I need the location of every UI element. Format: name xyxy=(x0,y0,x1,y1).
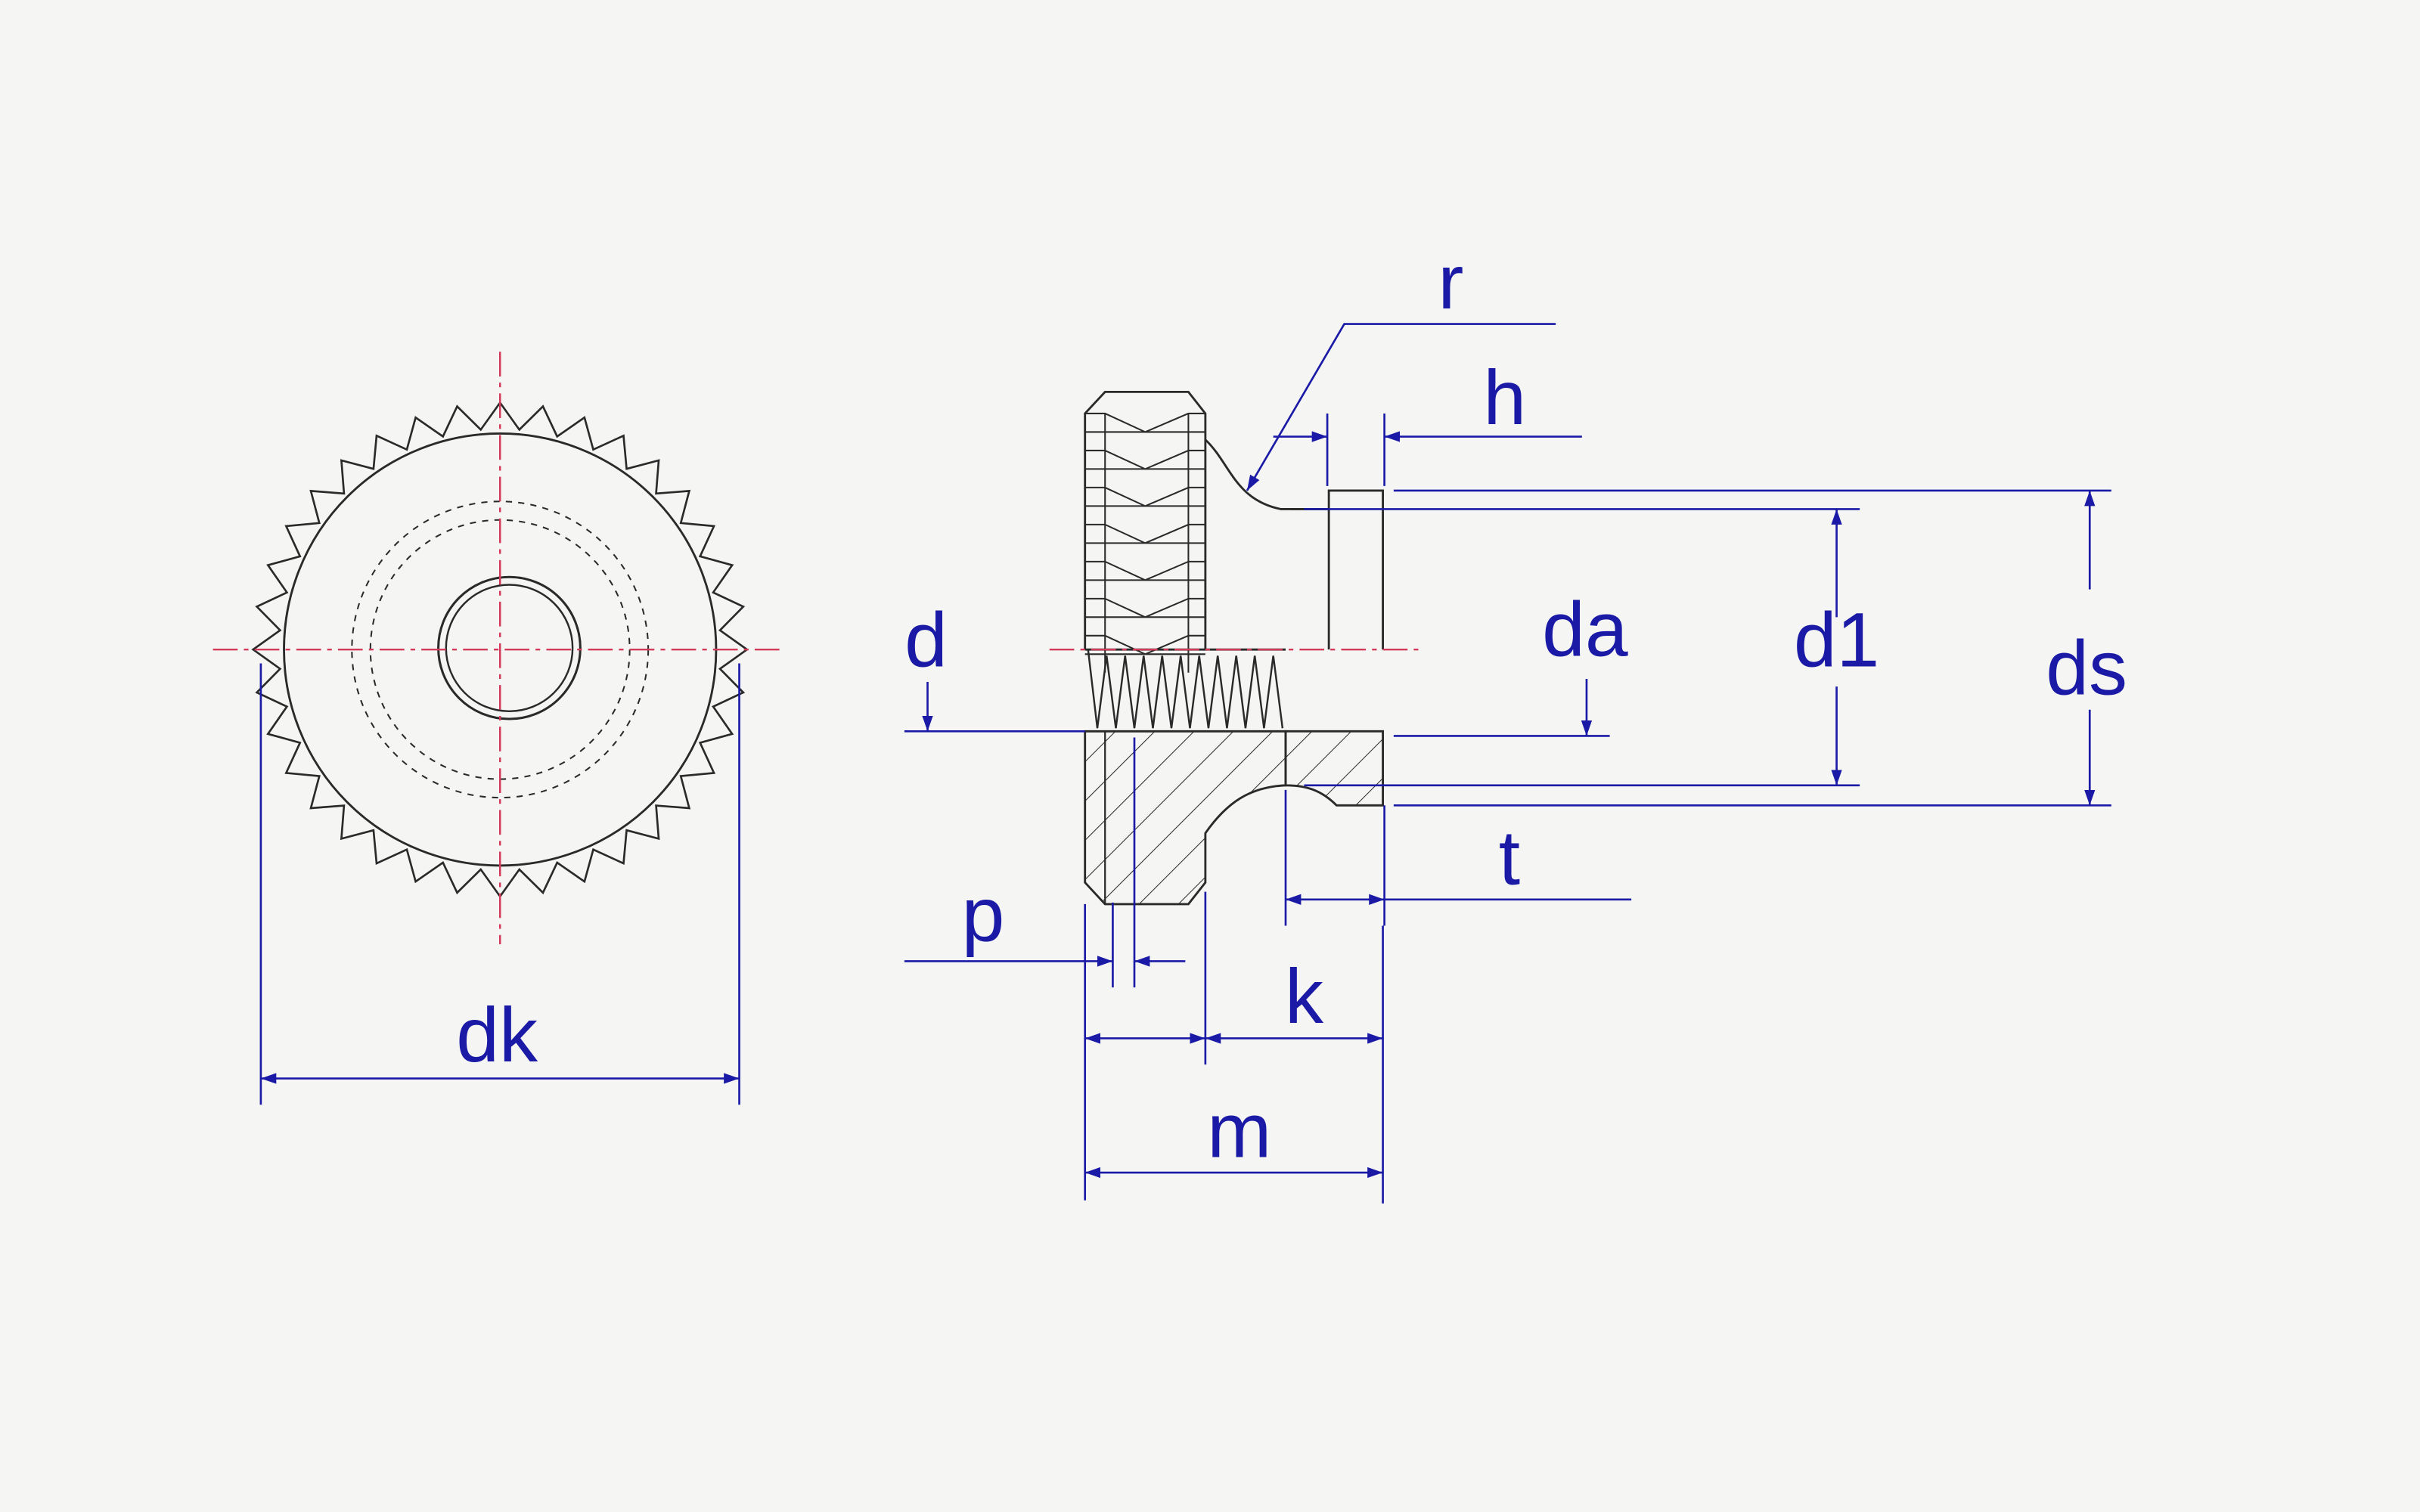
dimension-p: p xyxy=(904,737,1186,988)
label-r: r xyxy=(1438,239,1463,325)
knurl-row xyxy=(1084,634,1205,673)
label-d1: d1 xyxy=(1794,597,1880,683)
dimension-d1: d1 xyxy=(1304,508,1880,787)
label-dk: dk xyxy=(456,992,538,1078)
label-h: h xyxy=(1483,355,1526,441)
section-head xyxy=(1084,730,1287,906)
upper-fillet xyxy=(1204,438,1329,510)
leader-line xyxy=(1246,323,1556,491)
label-k: k xyxy=(1285,953,1324,1040)
knurl-row xyxy=(1084,597,1205,636)
label-da: da xyxy=(1542,586,1628,672)
label-ds: ds xyxy=(2046,624,2127,711)
dimension-h: h xyxy=(1273,355,1582,486)
knurl-row xyxy=(1084,486,1205,525)
internal-thread xyxy=(1084,649,1286,733)
dimension-k: k xyxy=(1084,891,1384,1204)
section-shank xyxy=(1284,730,1385,807)
knurl-row xyxy=(1084,449,1205,488)
dimension-t: t xyxy=(1284,789,1632,926)
bore-circle-inner xyxy=(445,584,574,713)
dimension-d: d xyxy=(904,597,1085,733)
dimension-ds: ds xyxy=(1393,489,2127,807)
upper-shank xyxy=(1327,489,1385,650)
front-view xyxy=(213,352,780,944)
label-t: t xyxy=(1499,814,1520,900)
head-upper-outline xyxy=(1084,390,1207,650)
dimension-da: da xyxy=(1393,586,1628,737)
side-view xyxy=(1049,390,1420,906)
knurl-rows xyxy=(1084,412,1205,673)
bore-circle-outer xyxy=(437,575,582,720)
dimension-dk: dk xyxy=(259,663,740,1105)
knurl-row xyxy=(1084,523,1205,562)
knurl-row xyxy=(1084,560,1205,599)
knurled-outline xyxy=(251,401,749,898)
dimension-r: r xyxy=(1246,239,1556,491)
label-d: d xyxy=(904,597,948,683)
knurl-row xyxy=(1084,412,1205,451)
dimension-m: m xyxy=(1084,903,1383,1201)
label-p: p xyxy=(962,872,1005,958)
label-m: m xyxy=(1207,1088,1271,1174)
